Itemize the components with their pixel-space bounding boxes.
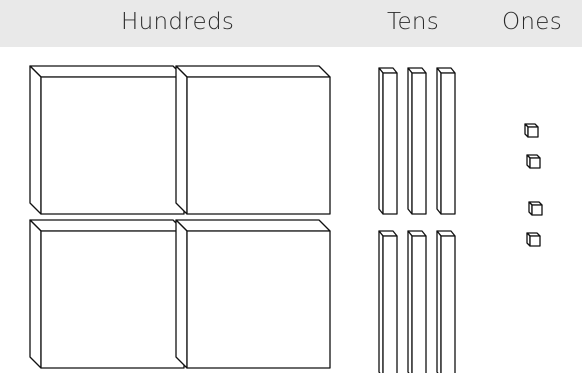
hundred-flat <box>176 220 330 368</box>
ten-rod <box>437 68 455 214</box>
hundred-flat <box>30 66 184 214</box>
ten-rod <box>379 68 397 214</box>
ten-rod <box>408 231 426 373</box>
one-cube <box>527 233 540 246</box>
ten-rod <box>437 231 455 373</box>
hundred-flat <box>30 220 184 368</box>
ten-rod <box>408 68 426 214</box>
ones-group <box>525 124 542 246</box>
tens-group <box>379 68 455 373</box>
hundreds-group <box>30 66 330 368</box>
hundred-flat <box>176 66 330 214</box>
one-cube <box>525 124 538 137</box>
ten-rod <box>379 231 397 373</box>
one-cube <box>529 202 542 215</box>
one-cube <box>527 155 540 168</box>
